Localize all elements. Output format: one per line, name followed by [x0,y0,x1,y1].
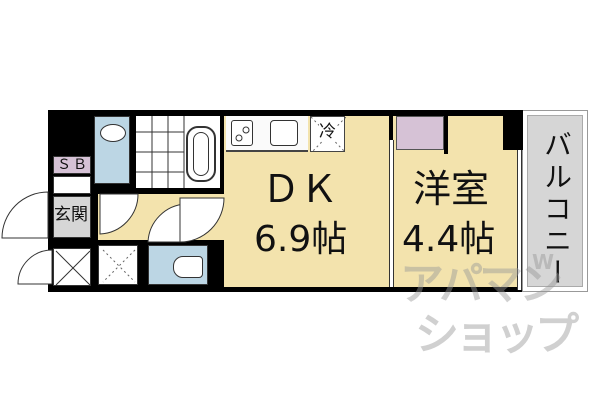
meter-box [53,248,91,286]
fridge-label: 冷 [319,122,336,142]
fridge-space: 冷 [310,116,346,153]
shoe-box [53,156,91,174]
shoe-box-doors [53,176,91,194]
watermark-line2: ショップ [415,309,579,360]
dk-size: 6.9帖 [254,219,348,260]
western-room-closet [396,116,444,150]
toilet-icon [173,256,203,278]
balcony-label: バルコニー [540,130,573,290]
watermark-line1: アパマン [400,259,563,310]
toilet-room [148,245,208,285]
western-room-size: 4.4帖 [402,219,496,260]
bathroom-tiles [136,116,185,188]
sliding-door-dk-western [389,140,394,287]
entrance-floor [53,196,91,238]
western-room-name: 洋室 [413,167,490,211]
watermark-badge: W [532,250,555,274]
meter-box-door [17,249,53,285]
washbasin-icon [100,124,126,142]
closet-wall [444,110,448,154]
balcony-area [522,110,588,292]
kitchen-sink [270,120,298,146]
washing-machine-space [98,245,138,285]
dk-name: ＤＫ [262,167,339,211]
stove [231,120,253,146]
western-room-pillar [503,110,523,150]
washbasin-area [94,116,130,184]
bathtub-icon [186,126,216,182]
entrance-label: 玄関 [54,205,88,225]
entrance-door [1,191,49,239]
shoe-box-label: ＳＢ [57,157,89,173]
burner-icon [235,126,250,142]
balcony-window [517,150,522,290]
dk-door [179,197,225,243]
